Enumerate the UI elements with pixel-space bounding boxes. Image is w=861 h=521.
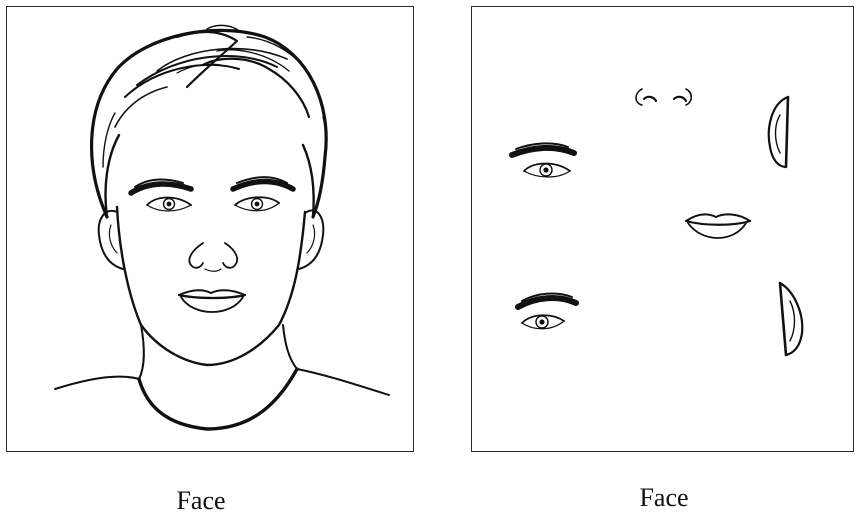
- neck-left: [139, 325, 144, 379]
- hair: [92, 25, 327, 217]
- mouth: [179, 290, 245, 312]
- right-eye: [518, 294, 576, 329]
- left-ear: [99, 211, 123, 269]
- scrambled-features-drawing: [472, 7, 855, 453]
- right-eye: [235, 197, 279, 211]
- right-ear: [299, 210, 323, 269]
- nose: [636, 89, 691, 105]
- left-eyebrow: [131, 184, 191, 193]
- left-ear: [780, 283, 802, 355]
- neck-right: [283, 325, 297, 369]
- right-eyebrow: [233, 182, 293, 190]
- scrambled-face-panel: [471, 6, 854, 452]
- mouth: [686, 214, 750, 238]
- complete-face-panel: [6, 6, 414, 452]
- left-eye: [512, 143, 574, 177]
- caption-left: Face: [176, 486, 226, 515]
- complete-face-drawing: [7, 7, 415, 453]
- left-eye: [147, 198, 191, 212]
- face-outline: [117, 207, 305, 365]
- caption-right: Face: [639, 483, 689, 512]
- shoulders: [55, 369, 389, 395]
- right-ear: [769, 97, 788, 167]
- collar: [139, 369, 297, 429]
- nose: [189, 243, 237, 271]
